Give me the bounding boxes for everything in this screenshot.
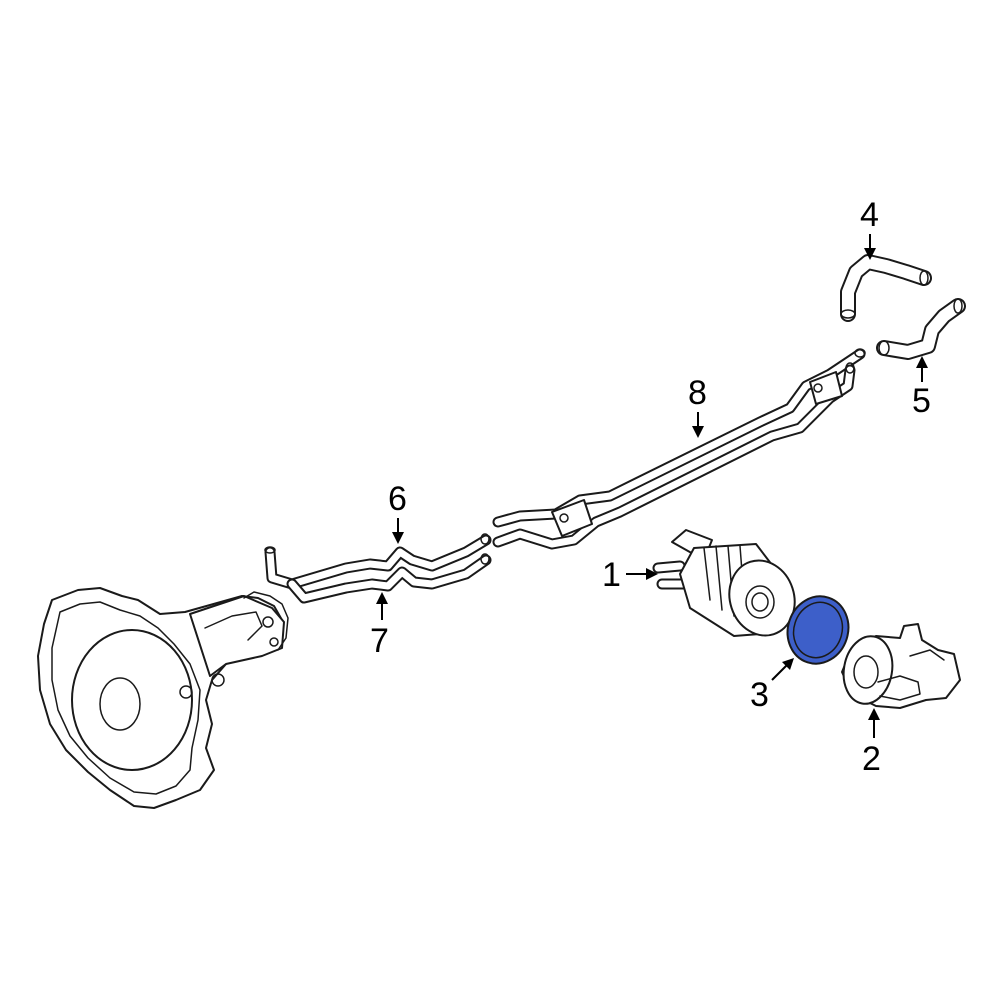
callout-5[interactable]: 5 bbox=[912, 356, 931, 420]
callout-5-label: 5 bbox=[912, 382, 931, 420]
callout-7[interactable]: 7 bbox=[370, 592, 389, 660]
adapter-2 bbox=[841, 623, 961, 709]
callout-3[interactable]: 3 bbox=[750, 658, 794, 714]
callout-4-label: 4 bbox=[860, 196, 879, 234]
callout-1-label: 1 bbox=[602, 556, 621, 594]
cooler-line-8 bbox=[492, 348, 866, 550]
callout-4[interactable]: 4 bbox=[860, 196, 879, 260]
callout-3-label: 3 bbox=[750, 676, 769, 714]
oil-cooler-1 bbox=[652, 529, 796, 637]
callout-8[interactable]: 8 bbox=[688, 374, 707, 438]
callout-6[interactable]: 6 bbox=[388, 480, 407, 544]
callout-8-label: 8 bbox=[688, 374, 707, 412]
callout-7-label: 7 bbox=[370, 622, 389, 660]
callout-1[interactable]: 1 bbox=[602, 556, 658, 594]
callout-6-label: 6 bbox=[388, 480, 407, 518]
hose-4 bbox=[840, 254, 932, 322]
cooler-line-6 bbox=[264, 533, 492, 590]
callout-2-label: 2 bbox=[862, 740, 881, 778]
hose-5 bbox=[876, 298, 966, 360]
callout-2[interactable]: 2 bbox=[862, 708, 881, 778]
transmission-housing bbox=[37, 587, 289, 809]
seal-3 bbox=[786, 595, 850, 665]
cooler-line-7 bbox=[286, 553, 492, 604]
